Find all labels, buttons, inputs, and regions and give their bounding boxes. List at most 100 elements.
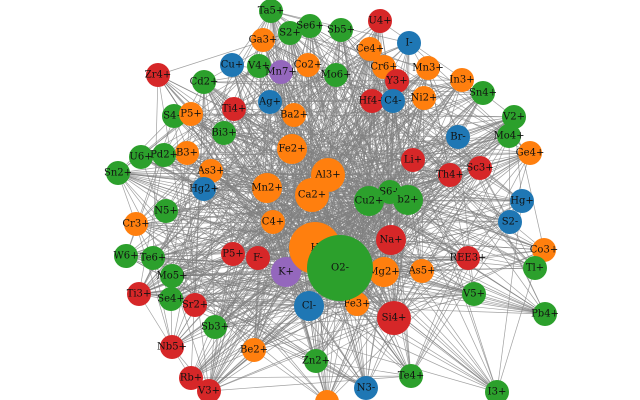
node-y3plus[interactable]: Y3+ [385, 69, 409, 93]
node-label: Cr6+ [370, 62, 397, 73]
node-mo4plus[interactable]: Mo4+ [493, 124, 525, 148]
node-p5plus[interactable]: P5+ [179, 102, 203, 126]
node-hf4plus[interactable]: Hf4+ [358, 89, 386, 113]
node-hgplus[interactable]: Hg+ [510, 189, 534, 213]
node-cuplus[interactable]: Cu+ [220, 53, 244, 77]
node-sc3plus[interactable]: Sc3+ [466, 156, 494, 180]
node-agplus[interactable]: Ag+ [258, 90, 282, 114]
node-si4plus[interactable]: Si4+ [377, 301, 411, 335]
node-n5plus[interactable]: N5+ [154, 199, 178, 223]
node-ree3plus[interactable]: REE3+ [450, 246, 487, 270]
node-c4plus[interactable]: C4+ [261, 210, 285, 234]
node-mo5plus[interactable]: Mo5+ [156, 264, 188, 288]
node-be2plus[interactable]: Be2+ [240, 338, 268, 362]
node-co2plus[interactable]: Co2+ [294, 53, 322, 77]
node-ca2plus[interactable]: Ca2+ [295, 178, 329, 212]
node-circle [468, 156, 492, 180]
node-sb5plus[interactable]: Sb5+ [327, 18, 355, 42]
node-fe2plus[interactable]: Fe2+ [277, 134, 307, 164]
node-ce4plus[interactable]: Ce4+ [356, 37, 384, 61]
edge [210, 20, 381, 172]
node-rbplus[interactable]: Rb+ [179, 366, 203, 390]
node-se6plus[interactable]: Se6+ [296, 14, 324, 38]
node-v2plus[interactable]: V2+ [502, 105, 526, 129]
edge [390, 239, 498, 393]
node-clminus[interactable]: Cl- [294, 291, 324, 321]
node-sn2plus[interactable]: Sn2+ [104, 161, 132, 185]
node-co3plus[interactable]: Co3+ [530, 238, 558, 262]
node-bi3plus[interactable]: Bi3+ [211, 121, 237, 145]
node-mn3plus[interactable]: Mn3+ [412, 56, 444, 80]
node-ta5plus[interactable]: Ta5+ [258, 0, 285, 23]
node-circle [282, 103, 306, 127]
node-zr4plus[interactable]: Zr4+ [145, 63, 171, 87]
node-pb2plus[interactable]: b2+ [393, 185, 423, 215]
node-iminus[interactable]: I- [397, 31, 421, 55]
node-sr2plus[interactable]: Sr2+ [182, 293, 208, 317]
edge [280, 71, 481, 169]
node-cd2plus[interactable]: Cd2+ [190, 70, 219, 94]
node-pd2plus[interactable]: Pd2+ [150, 143, 178, 167]
node-tlplus[interactable]: Tl+ [523, 256, 547, 280]
node-bottomminusorange[interactable] [315, 390, 339, 400]
node-label: Tl+ [526, 263, 544, 274]
node-liplus[interactable]: Li+ [401, 148, 425, 172]
node-brminus[interactable]: Br- [446, 125, 470, 149]
node-o2minus[interactable]: O2- [307, 235, 373, 301]
node-mn2plus[interactable]: Mn2+ [251, 173, 283, 203]
edge [262, 39, 469, 259]
node-label: Bi3+ [211, 128, 236, 139]
node-s2plus[interactable]: S2+ [278, 21, 302, 45]
node-zn2plus[interactable]: Zn2+ [302, 349, 330, 373]
node-nb5plus[interactable]: Nb5+ [157, 335, 187, 359]
node-th4plus[interactable]: Th4+ [436, 163, 464, 187]
node-i3plus[interactable]: I3+ [485, 380, 509, 400]
node-in3plus[interactable]: In3+ [449, 68, 475, 92]
node-v3plus[interactable]: V3+ [197, 379, 221, 400]
node-cu2plus[interactable]: Cu2+ [354, 186, 384, 216]
edge [138, 154, 165, 295]
node-as3plus[interactable]: As3+ [196, 159, 225, 183]
node-pb4plus[interactable]: Pb4+ [531, 302, 559, 326]
node-label: N3- [357, 383, 376, 394]
node-s2minus[interactable]: S2- [498, 210, 522, 234]
node-as5plus[interactable]: As5+ [407, 259, 436, 283]
node-b3plus[interactable]: B3+ [175, 141, 199, 165]
node-naplus[interactable]: Na+ [376, 225, 406, 255]
node-cr3plus[interactable]: Cr3+ [122, 212, 150, 236]
node-u4plus[interactable]: U4+ [368, 9, 392, 33]
node-c4minus[interactable]: C4- [381, 89, 405, 113]
node-ge4plus[interactable]: Ge4+ [516, 141, 545, 165]
edge [410, 221, 511, 377]
node-label: Mo6+ [320, 70, 351, 81]
node-circle [385, 69, 409, 93]
edge [152, 74, 159, 259]
node-label: Hg2+ [189, 184, 219, 195]
node-hg2plus[interactable]: Hg2+ [189, 177, 219, 201]
node-u6plus[interactable]: U6+ [129, 145, 153, 169]
node-sn4plus[interactable]: Sn4+ [469, 81, 497, 105]
node-se4plus[interactable]: Se4+ [157, 287, 185, 311]
node-w6plus[interactable]: W6+ [113, 244, 139, 268]
node-mo6plus[interactable]: Mo6+ [320, 63, 352, 87]
node-ga3plus[interactable]: Ga3+ [249, 28, 278, 52]
node-ni2plus[interactable]: Ni2+ [411, 86, 438, 110]
node-te4plus[interactable]: Te4+ [398, 364, 425, 388]
node-sb3plus[interactable]: Sb3+ [201, 315, 229, 339]
node-p5plusb[interactable]: P5+ [221, 242, 245, 266]
node-ti3plus[interactable]: Ti3+ [127, 282, 152, 306]
node-v5plus[interactable]: V5+ [462, 282, 486, 306]
node-n3minus[interactable]: N3- [354, 376, 378, 400]
node-v4plus[interactable]: V4+ [247, 54, 271, 78]
node-label: Be2+ [240, 345, 268, 356]
node-ba2plus[interactable]: Ba2+ [280, 103, 308, 127]
node-label: U6+ [129, 152, 152, 163]
node-label: As5+ [407, 266, 435, 277]
node-mg2plus[interactable]: Mg2+ [368, 257, 400, 287]
node-te6plus[interactable]: Te6+ [140, 246, 167, 270]
node-kplus[interactable]: K+ [271, 257, 301, 287]
node-label: Pb4+ [531, 309, 559, 320]
node-mn7plus[interactable]: Mn7+ [265, 60, 297, 84]
node-ti4plus[interactable]: Ti4+ [222, 97, 247, 121]
node-fminus[interactable]: F- [246, 246, 270, 270]
